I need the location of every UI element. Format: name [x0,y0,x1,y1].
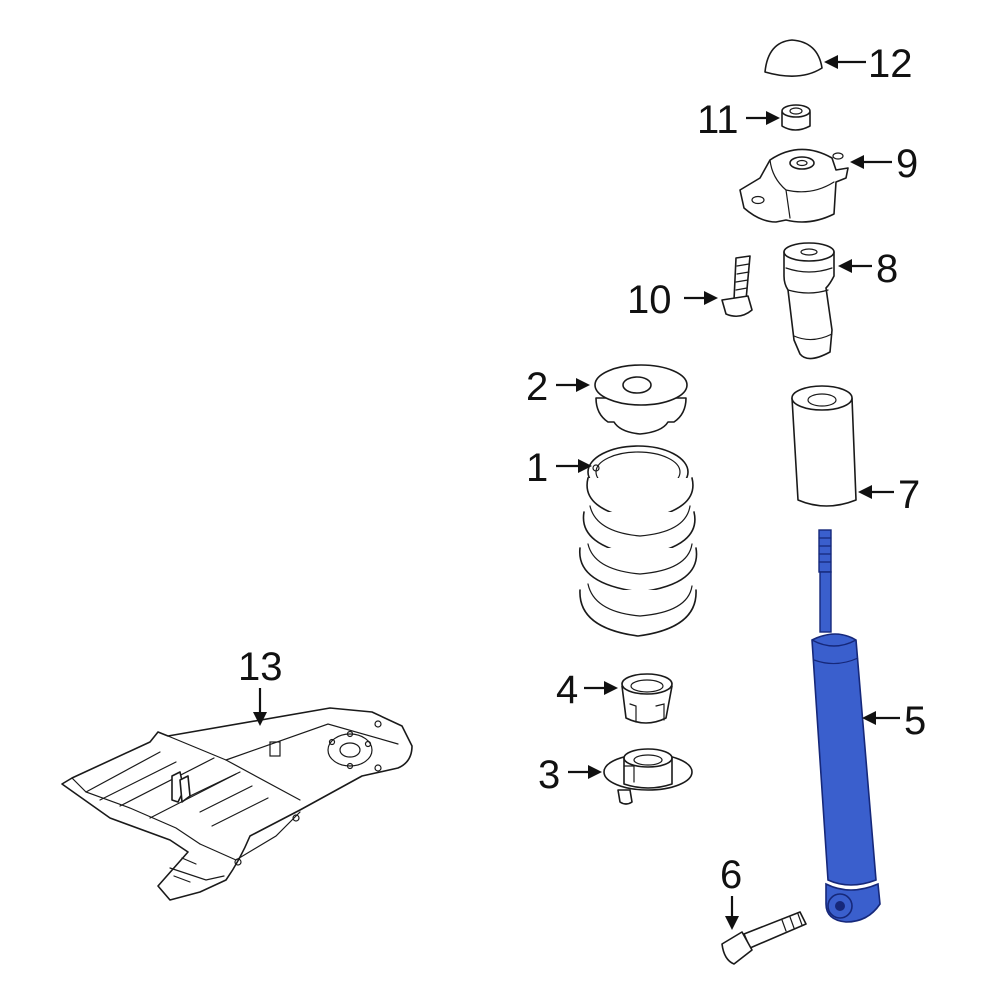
callout-label-5: 5 [904,699,926,743]
shock-piston-rod [819,571,832,633]
callout-10: 10 [627,278,718,322]
shock-body [811,633,877,886]
callout-label-2: 2 [526,365,548,409]
part-10-bolt[interactable] [721,255,753,318]
callout-13: 13 [238,645,283,726]
part-13-splash-shield[interactable] [61,707,413,901]
part-12-cap[interactable] [764,39,823,77]
callout-label-12: 12 [868,42,913,86]
callout-6: 6 [720,853,742,930]
part-1-coil-spring[interactable] [579,445,698,637]
callout-3: 3 [538,753,602,797]
callout-7: 7 [858,473,920,517]
callout-label-8: 8 [876,247,898,291]
callout-label-1: 1 [526,446,548,490]
callout-label-7: 7 [898,473,920,517]
callout-1: 1 [526,446,592,490]
callout-12: 12 [824,42,913,86]
part-6-lower-bolt[interactable] [721,911,807,965]
callout-2: 2 [526,365,590,409]
part-11-nut[interactable] [781,104,811,131]
callout-9: 9 [850,142,918,186]
callout-label-9: 9 [896,142,918,186]
part-4-isolator[interactable] [621,673,673,724]
callout-label-3: 3 [538,753,560,797]
callout-label-10: 10 [627,278,672,322]
part-8-bump-stop[interactable] [783,242,835,360]
part-9-upper-mount[interactable] [739,148,849,223]
part-2-spring-seat[interactable] [594,364,688,435]
part-5-shock-absorber[interactable] [811,529,881,923]
callout-5: 5 [862,699,926,743]
part-7-dust-boot[interactable] [791,385,857,507]
callout-label-4: 4 [556,668,578,712]
callout-label-6: 6 [720,853,742,897]
callout-8: 8 [838,247,898,291]
part-3-lower-seat[interactable] [603,748,693,805]
callout-label-11: 11 [697,98,739,142]
callout-4: 4 [556,668,618,712]
shock-rod-threaded-end [818,529,832,573]
callout-label-13: 13 [238,645,283,689]
callout-11: 11 [697,98,780,142]
